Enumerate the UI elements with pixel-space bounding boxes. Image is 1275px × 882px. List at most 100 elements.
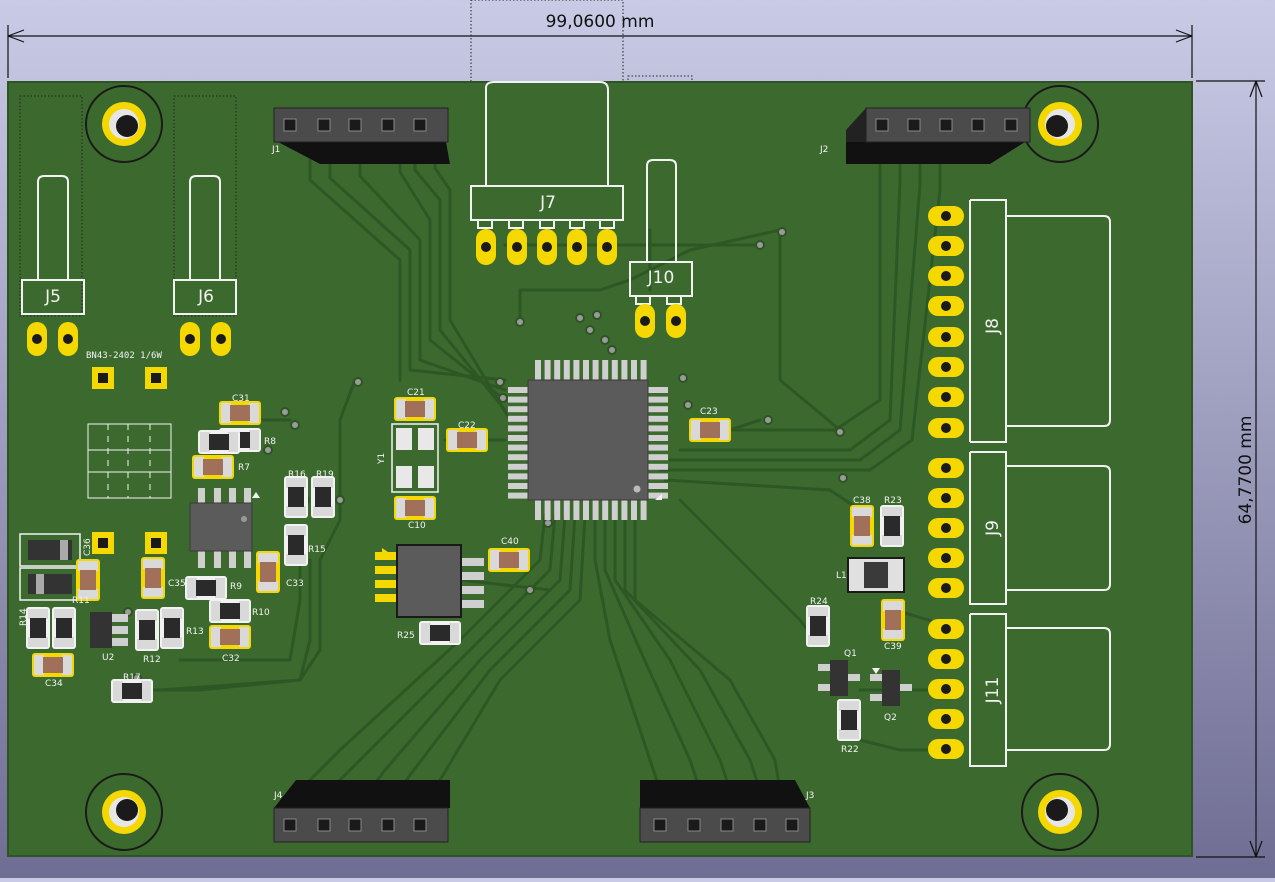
- ref-l1: L1: [836, 571, 847, 581]
- ref-c32: C32: [222, 654, 240, 664]
- header-j1: J1: [271, 107, 450, 164]
- connector-j11: J11: [928, 613, 1111, 767]
- ref-j9: J9: [983, 520, 1003, 537]
- connector-j7: J7: [470, 81, 624, 265]
- ref-r16: R16: [288, 470, 306, 480]
- mcu-qfp: [508, 360, 668, 520]
- passive-c38: [850, 505, 874, 547]
- ref-j11: J11: [983, 677, 1003, 705]
- ref-q1: Q1: [844, 649, 857, 659]
- ferrite-pads: [92, 367, 167, 389]
- passive-c40: [488, 548, 530, 572]
- ref-j1: J1: [271, 145, 280, 155]
- ref-c36: C36: [83, 538, 93, 556]
- ref-r15: R15: [308, 545, 326, 555]
- passive-r7: [192, 455, 234, 479]
- passive-r23: [880, 505, 904, 547]
- connector-j5: J5: [19, 95, 85, 356]
- passive-r13: [160, 607, 184, 649]
- ref-c31: C31: [232, 394, 250, 404]
- ref-c39: C39: [884, 642, 902, 652]
- ref-j8: J8: [983, 318, 1003, 335]
- connector-j9: J9: [928, 451, 1111, 605]
- height-dimension-label: 64,7700 mm: [1236, 416, 1256, 525]
- header-j4: J4: [273, 780, 450, 843]
- passive-r16: [284, 476, 308, 518]
- regulator-u2: U2: [90, 612, 128, 663]
- passive-r15: [284, 524, 308, 566]
- ref-r24: R24: [810, 597, 828, 607]
- ref-r23: R23: [884, 496, 902, 506]
- ref-c40: C40: [501, 537, 519, 547]
- passive-r19: [311, 476, 335, 518]
- passive-r8b: [198, 430, 240, 454]
- mounting-hole-br: [1021, 773, 1099, 851]
- passive-c22: [446, 428, 488, 452]
- header-j2: J2: [819, 107, 1031, 164]
- width-dimension-label: 99,0600 mm: [546, 12, 655, 32]
- passive-r17: [111, 679, 153, 703]
- ref-c38: C38: [853, 496, 871, 506]
- passive-r24: [806, 605, 830, 647]
- ref-y1: Y1: [377, 453, 387, 465]
- ref-j3: J3: [805, 791, 814, 801]
- ref-c34: C34: [45, 679, 63, 689]
- passive-r14: [26, 607, 50, 649]
- ref-r22: R22: [841, 745, 859, 755]
- passive-c33: [256, 551, 280, 593]
- ref-u2: U2: [102, 653, 114, 663]
- ref-j6: J6: [197, 287, 214, 307]
- passive-c31: [219, 401, 261, 425]
- ref-j5: J5: [44, 287, 61, 307]
- ref-c10: C10: [408, 521, 426, 531]
- test-pads-left: [92, 532, 167, 554]
- inductor-l1: L1: [836, 557, 905, 593]
- passive-r9: [185, 576, 227, 600]
- ref-j4: J4: [273, 791, 283, 801]
- mounting-holes: [85, 85, 1099, 851]
- part-note: BN43-2402 1/6W: [86, 351, 162, 361]
- header-j3: J3: [639, 780, 814, 843]
- ref-c23: C23: [700, 407, 718, 417]
- ref-r25: R25: [397, 631, 415, 641]
- ref-r14: R14: [19, 608, 29, 626]
- ref-c21: C21: [407, 388, 425, 398]
- ref-r7: R7: [238, 463, 250, 473]
- passive-r10: [209, 599, 251, 623]
- diode-1: [19, 533, 81, 567]
- mounting-hole-bl: [85, 773, 163, 851]
- passive-r25: [419, 621, 461, 645]
- vias: [123, 227, 848, 683]
- passive-c21: [394, 397, 436, 421]
- ref-j10: J10: [647, 268, 675, 288]
- transistor-q2: Q2: [870, 668, 912, 723]
- ref-c33: C33: [286, 579, 304, 589]
- mounting-hole-tr: [1021, 85, 1099, 163]
- ref-r19: R19: [316, 470, 334, 480]
- passive-r14b: [52, 607, 76, 649]
- ref-r13: R13: [186, 627, 204, 637]
- ref-j2: J2: [819, 145, 828, 155]
- ref-q2: Q2: [884, 713, 897, 723]
- transistor-q1: Q1: [818, 649, 860, 696]
- height-dimension: [1196, 80, 1265, 858]
- passive-components: [26, 397, 905, 741]
- ref-r11: R11: [72, 596, 90, 606]
- ref-r9: R9: [230, 582, 242, 592]
- passive-r22: [837, 699, 861, 741]
- ref-c22: C22: [458, 421, 476, 431]
- passive-r11: [76, 559, 100, 601]
- passive-r12: [135, 609, 159, 651]
- ref-j7: J7: [539, 193, 556, 213]
- passive-c23: [689, 418, 731, 442]
- width-dimension: [7, 25, 1193, 78]
- ref-c35: C35: [168, 579, 186, 589]
- diode-2: [19, 567, 81, 601]
- passive-c39: [881, 599, 905, 641]
- ic-soic-left: [189, 488, 260, 568]
- passive-labels: C31 R8 R7 R16 R19 R15 C33 R9 R10 C32 C35…: [19, 388, 902, 755]
- ferrite-outline: [87, 423, 172, 499]
- crystal-y1: Y1: [377, 423, 439, 493]
